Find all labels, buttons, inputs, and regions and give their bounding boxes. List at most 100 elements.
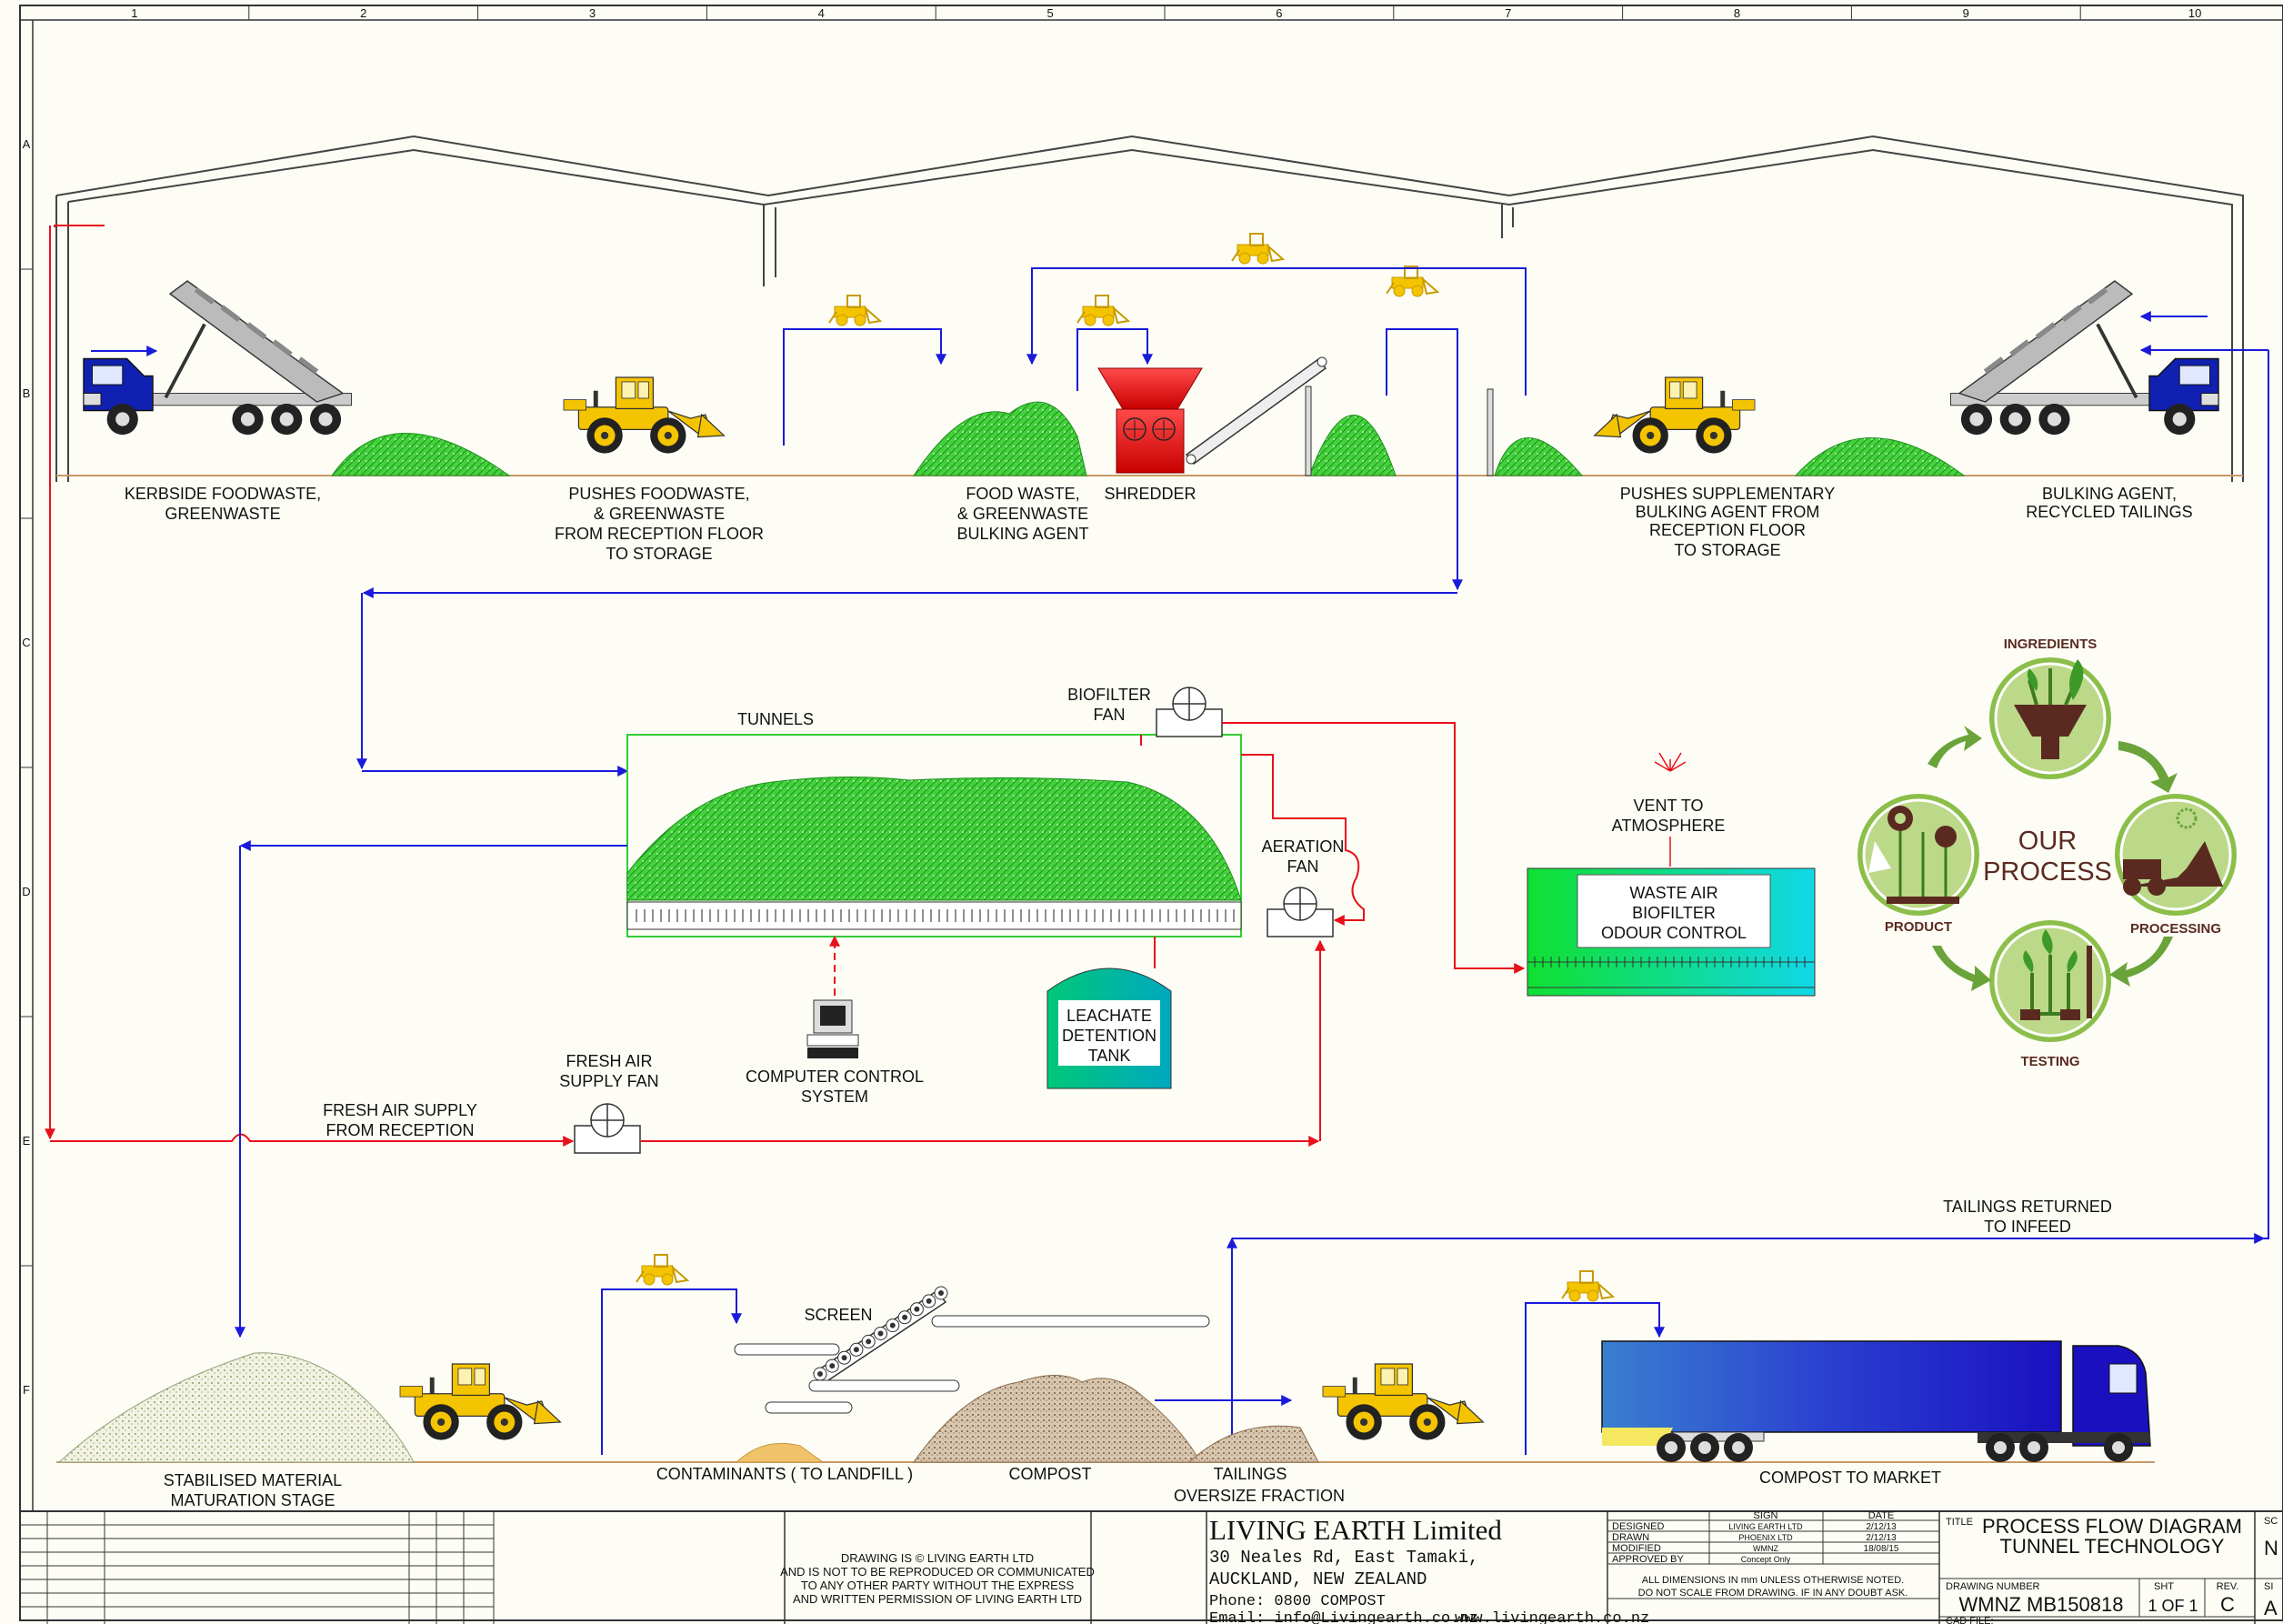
pile-contaminants	[735, 1442, 825, 1463]
grid-column-9: 9	[1963, 6, 1969, 20]
label-computer-2: SYSTEM	[801, 1088, 868, 1106]
label-leachate-1: LEACHATE	[1066, 1007, 1152, 1025]
label-vent-1: VENT TO	[1633, 797, 1703, 815]
loader-3	[399, 1363, 561, 1441]
fresh-air-fan	[574, 1103, 641, 1154]
company-email: Email: info@Livingearth.co.nz	[1209, 1610, 1478, 1624]
label-compost-market: COMPOST TO MARKET	[1759, 1469, 1941, 1487]
label-aeration-fan-2: FAN	[1287, 857, 1318, 876]
material-flow-lines-top	[91, 267, 2269, 1455]
label-biofilter-2: BIOFILTER	[1632, 904, 1716, 922]
grid-column-4: 4	[818, 6, 825, 20]
tb-role-2: MODIFIED	[1612, 1543, 1661, 1554]
tunnel	[626, 734, 1242, 937]
pile-stabilised	[57, 1352, 415, 1463]
revision: C	[2220, 1593, 2235, 1616]
grid-column-3: 3	[589, 6, 596, 20]
label-biofilter-3: ODOUR CONTROL	[1601, 924, 1747, 942]
label-pushes-supp-1: PUSHES SUPPLEMENTARY	[1620, 485, 1835, 503]
label-pushes-supp-4: TO STORAGE	[1674, 541, 1780, 559]
tb-sign-0: LIVING EARTH LTD	[1728, 1522, 1803, 1531]
date-header: DATE	[1868, 1510, 1895, 1521]
grid-column-2: 2	[360, 6, 366, 20]
grid-column-5: 5	[1046, 6, 1053, 20]
label-food-waste-3: BULKING AGENT	[956, 525, 1088, 543]
pile-storage	[1494, 437, 1584, 476]
label-leachate-3: TANK	[1088, 1047, 1131, 1065]
tb-date-1: 2/12/13	[1866, 1533, 1897, 1543]
dims-note-1: ALL DIMENSIONS IN mm UNLESS OTHERWISE NO…	[1642, 1575, 1905, 1586]
label-tunnels: TUNNELS	[737, 710, 814, 728]
pile-shredded	[1308, 415, 1397, 476]
label-bulking-2: RECYCLED TAILINGS	[2026, 503, 2192, 521]
vent-symbol	[1654, 752, 1687, 867]
dims-note-2: DO NOT SCALE FROM DRAWING. IF IN ANY DOU…	[1638, 1588, 1908, 1599]
label-screen: SCREEN	[804, 1306, 872, 1324]
sign-header: SIGN	[1754, 1510, 1778, 1521]
grid-row-F: F	[23, 1383, 30, 1397]
sht-label: SHT	[2154, 1581, 2174, 1592]
label-vent-2: ATMOSPHERE	[1612, 817, 1726, 835]
label-tailings-1: TAILINGS	[1214, 1465, 1287, 1483]
drawing-border	[19, 5, 2283, 1621]
label-biofilter-fan-1: BIOFILTER	[1067, 686, 1151, 704]
drawing-title-1: PROCESS FLOW DIAGRAM	[1982, 1515, 2242, 1538]
grid-row-E: E	[23, 1134, 31, 1148]
label-biofilter-1: WASTE AIR	[1629, 884, 1717, 902]
title-block	[20, 1510, 2283, 1624]
mini-loader-icon-2	[1076, 295, 1129, 326]
label-processing: PROCESSING	[2130, 921, 2221, 937]
sc-label: SC	[2264, 1516, 2278, 1527]
label-fresh-air-supply-1: FRESH AIR SUPPLY	[323, 1101, 477, 1119]
copyright-1: DRAWING IS © LIVING EARTH LTD	[841, 1551, 1034, 1565]
tb-date-0: 2/12/13	[1866, 1522, 1897, 1532]
copyright-2: AND IS NOT TO BE REPRODUCED OR COMMUNICA…	[780, 1565, 1095, 1579]
aeration-fan	[1267, 887, 1334, 937]
pile-tailings	[1187, 1425, 1319, 1463]
tb-role-1: DRAWN	[1612, 1532, 1649, 1543]
label-aeration-fan-1: AERATION	[1262, 837, 1345, 856]
grid-column-8: 8	[1734, 6, 1740, 20]
process-center-1: OUR	[2018, 827, 2077, 856]
label-tailings-2: OVERSIZE FRACTION	[1174, 1487, 1345, 1505]
drawing-title-2: TUNNEL TECHNOLOGY	[2000, 1535, 2225, 1558]
company-name: LIVING EARTH Limited	[1209, 1514, 1502, 1546]
tb-role-0: DESIGNED	[1612, 1521, 1665, 1532]
label-stabilised-2: MATURATION STAGE	[170, 1491, 335, 1509]
tb-sign-2: WMNZ	[1753, 1544, 1778, 1553]
grid-row-A: A	[23, 137, 31, 151]
tb-role-3: APPROVED BY	[1612, 1554, 1685, 1565]
sheet-number: 1 OF 1	[2148, 1597, 2198, 1615]
grid-row-D: D	[22, 885, 30, 898]
grid-column-6: 6	[1276, 6, 1282, 20]
pile-compost	[913, 1375, 1201, 1463]
loader-2	[1594, 376, 1756, 455]
label-contaminants: CONTAMINANTS ( TO LANDFILL )	[656, 1465, 913, 1483]
biofilter-box	[1527, 867, 1816, 997]
label-stabilised-1: STABILISED MATERIAL	[164, 1471, 342, 1489]
tb-date-2: 18/08/15	[1864, 1544, 1899, 1554]
label-fresh-air-fan-1: FRESH AIR	[566, 1052, 652, 1070]
biofilter-fan	[1156, 687, 1223, 737]
label-tailings-returned-1: TAILINGS RETURNED	[1943, 1198, 2112, 1216]
mini-loader-icon-5	[636, 1254, 688, 1286]
cad-label: CAD FILE:	[1946, 1616, 1994, 1624]
rev-label: REV.	[2217, 1581, 2239, 1592]
label-ingredients: INGREDIENTS	[2004, 637, 2098, 652]
mini-loader-icon-3	[1231, 233, 1284, 265]
dump-truck-left	[84, 281, 352, 435]
dump-truck-right	[1951, 281, 2219, 435]
label-fresh-air-fan-2: SUPPLY FAN	[559, 1072, 658, 1090]
tb-sign-3: Concept Only	[1741, 1555, 1791, 1564]
label-pushes-supp-2: BULKING AGENT FROM	[1636, 503, 1820, 521]
computer-icon	[806, 999, 859, 1058]
label-kerbside-2: GREENWASTE	[165, 505, 280, 523]
label-pushes-foodwaste-1: PUSHES FOODWASTE,	[568, 485, 749, 503]
label-computer-1: COMPUTER CONTROL	[746, 1068, 924, 1086]
grid-column-7: 7	[1505, 6, 1511, 20]
label-food-waste-2: & GREENWASTE	[957, 505, 1088, 523]
label-biofilter-fan-2: FAN	[1093, 706, 1125, 724]
mini-loader-icon-6	[1561, 1270, 1614, 1302]
pile-food-waste	[913, 401, 1087, 476]
screen-machine	[734, 1286, 1210, 1414]
